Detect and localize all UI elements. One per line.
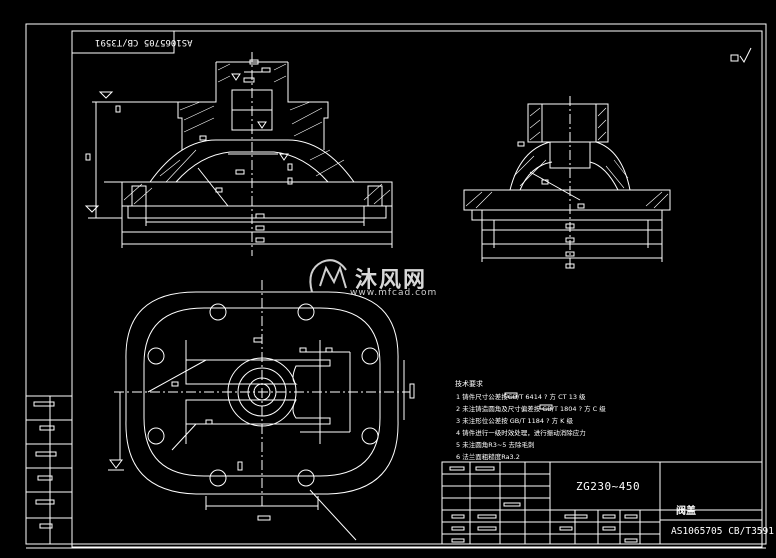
part-name: 阀盖: [676, 506, 696, 517]
side-table: [25, 395, 73, 545]
watermark-url: www.mfcad.com: [350, 288, 438, 298]
side-section-view: [463, 96, 671, 269]
tech-item: 6 法兰面粗糙度Ra3.2: [456, 453, 520, 461]
tech-item: 4 铸件进行一级时效处理，进行振动消除应力: [456, 429, 586, 437]
tech-requirements-title: 技术要求: [455, 380, 483, 388]
tech-item: 5 未注圆角R3~5 去除毛刺: [456, 441, 535, 449]
front-section-view: [84, 52, 393, 256]
roughness-mark: [730, 47, 752, 63]
tech-bullets: [504, 392, 553, 410]
plan-view: [108, 280, 415, 541]
watermark-logo: [309, 259, 347, 293]
top-drawing-code: AS1065705 CB/T3591: [95, 37, 193, 47]
drawing-code: AS1065705 CB/T3591: [671, 526, 774, 537]
watermark-brand: 沐风网: [355, 268, 428, 293]
title-block: [441, 461, 763, 545]
inner-frame: [71, 30, 763, 548]
material-label: ZG230~450: [576, 480, 641, 493]
tech-item: 3 未注形位公差按 GB/T 1184 ? 方 K 级: [456, 417, 574, 425]
top-code-box: [71, 30, 175, 54]
outer-frame: [25, 23, 767, 545]
tech-item: 2 未注铸造圆角及尺寸偏差按 GB/T 1804 ? 方 C 级: [456, 405, 606, 413]
tech-item: 1 铸件尺寸公差按GB/T 6414 ? 方 CT 13 级: [456, 393, 586, 401]
